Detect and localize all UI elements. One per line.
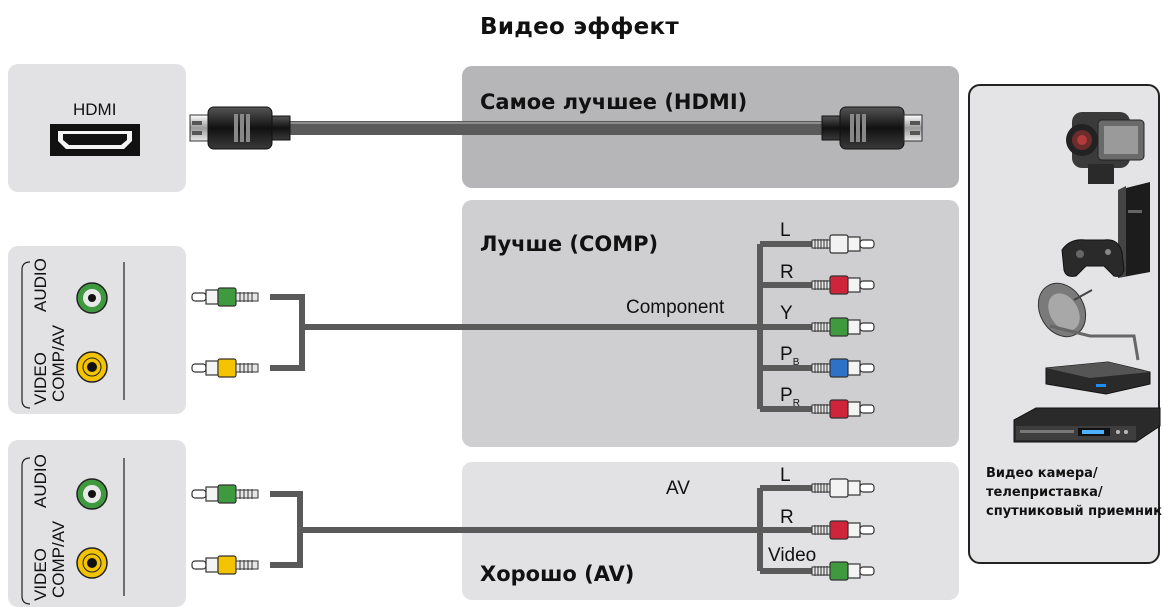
- video-label: VIDEO: [31, 352, 50, 405]
- comp-av-port-group: [21, 261, 125, 409]
- hdmi-port-label: HDMI: [73, 100, 117, 119]
- plug-label-l: L: [780, 465, 791, 486]
- component-cable-label: Component: [626, 297, 725, 318]
- red-plug-icon: [811, 275, 875, 295]
- green-plug-icon: [811, 317, 875, 337]
- page-title: Видео эффект: [480, 14, 680, 40]
- av-panel-label: Хорошо (AV): [480, 562, 635, 586]
- plug-label-y: Y: [780, 303, 793, 324]
- comp-panel-label: Лучше (COMP): [480, 232, 659, 256]
- red-plug-icon: [811, 399, 875, 419]
- white-plug-icon: [811, 478, 875, 498]
- hdmi-plug-left: [189, 106, 291, 150]
- audio-label: AUDIO: [31, 258, 50, 312]
- comp-panel: [462, 200, 959, 447]
- devices-caption: Видео камера/ телеприставка/ спутниковый…: [986, 466, 1162, 519]
- av-cable-label: AV: [666, 478, 690, 499]
- white-plug-icon: [811, 234, 875, 254]
- audio-label: AUDIO: [31, 454, 50, 508]
- av-cable: [270, 485, 812, 574]
- comp-av-port-group: [21, 457, 125, 605]
- comp-av-label: COMP/AV: [49, 520, 68, 598]
- tv-av-panel: [8, 440, 186, 607]
- tv-comp-panel: [8, 246, 186, 414]
- green-plug-icon: [811, 561, 875, 581]
- green-plug-icon: [191, 484, 259, 504]
- red-plug-icon: [811, 520, 875, 540]
- plug-label-pr: PR: [780, 385, 800, 409]
- hdmi-cable: [290, 121, 830, 135]
- hdmi-panel-label: Самое лучшее (HDMI): [480, 90, 748, 114]
- hdmi-port-icon: [50, 124, 140, 156]
- blue-plug-icon: [811, 358, 875, 378]
- game-console-icon: [1061, 182, 1150, 278]
- plug-label-video: Video: [768, 545, 817, 566]
- plug-label-pb: PB: [780, 344, 800, 368]
- plug-label-r: R: [780, 507, 794, 528]
- green-plug-icon: [191, 287, 259, 307]
- dvd-player-icon: [1013, 407, 1161, 443]
- camcorder-icon: [1066, 112, 1145, 184]
- set-top-box-icon: [1045, 361, 1151, 395]
- plug-label-l: L: [780, 220, 791, 241]
- hdmi-plug-right: [821, 106, 923, 150]
- video-label: VIDEO: [31, 548, 50, 601]
- comp-av-label: COMP/AV: [49, 324, 68, 402]
- plug-label-r: R: [780, 262, 794, 283]
- yellow-plug-icon: [191, 555, 259, 575]
- yellow-plug-icon: [191, 358, 259, 378]
- comp-cable: [270, 241, 812, 412]
- satellite-dish-icon: [1037, 282, 1140, 361]
